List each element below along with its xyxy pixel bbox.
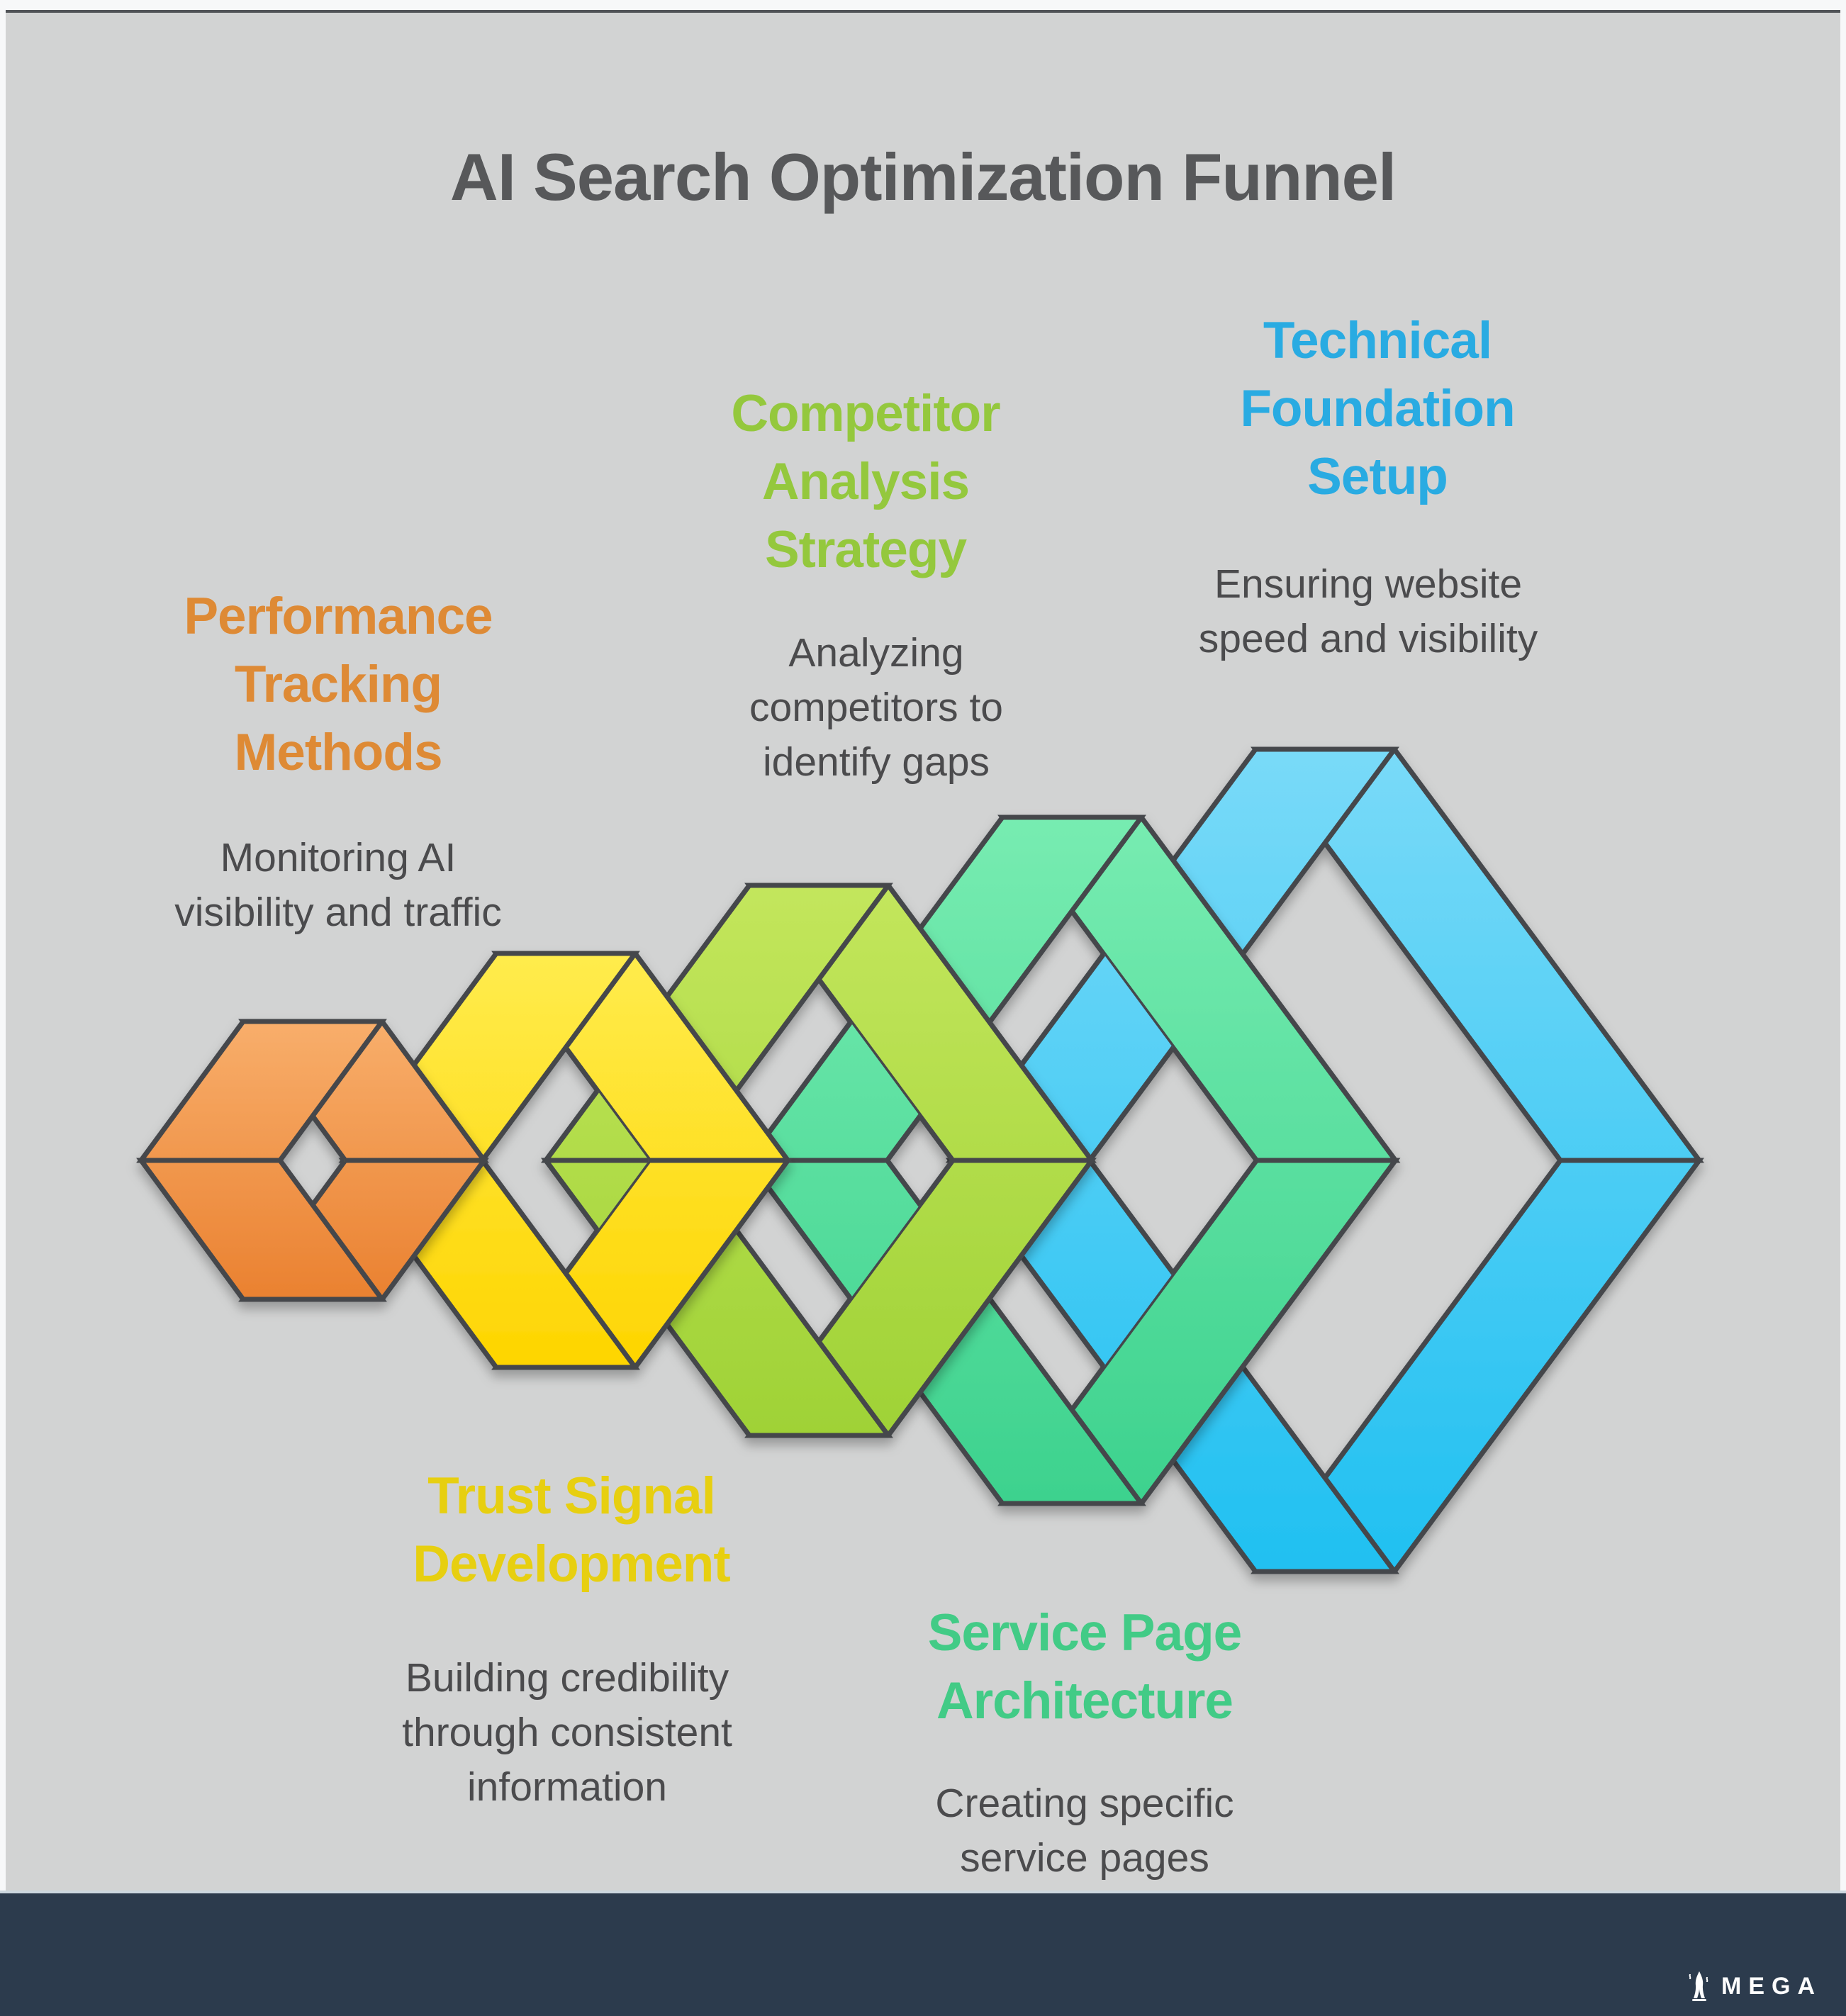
stage-label-performance-tracking: Performance Tracking Methods: [184, 583, 493, 787]
stage-label-line: Methods: [234, 724, 442, 781]
link-face: [136, 1158, 387, 1302]
stage-label-line: Tracking: [234, 656, 442, 713]
rocket-statue-icon: [1689, 1971, 1708, 2001]
stage-desc-line: information: [467, 1764, 667, 1810]
stage-label-line: Architecture: [936, 1672, 1234, 1730]
stage-label-line: Foundation: [1240, 380, 1515, 437]
stage-label-line: Technical: [1263, 312, 1492, 369]
stage-label-trust-signal: Trust Signal Development: [413, 1462, 730, 1598]
stage-desc-line: Analyzing: [788, 630, 964, 676]
stage-desc-line: Ensuring website: [1214, 561, 1523, 607]
stage-desc-line: Building credibility: [405, 1655, 729, 1701]
stage-label-line: Performance: [184, 588, 493, 645]
stage-label-line: Setup: [1307, 448, 1448, 505]
stage-label-line: Strategy: [764, 521, 967, 578]
page-title: AI Search Optimization Funnel: [449, 140, 1397, 214]
stage-desc-line: through consistent: [402, 1710, 732, 1755]
footer-bar: MEGA: [0, 1891, 1846, 2016]
stage-desc-line: service pages: [960, 1835, 1209, 1881]
stage-desc-competitor-analysis: Analyzing competitors to identify gaps: [749, 626, 1003, 790]
stage-desc-line: Creating specific: [935, 1781, 1234, 1826]
stage-label-service-page: Service Page Architecture: [927, 1599, 1243, 1735]
stage-desc-line: speed and visibility: [1198, 616, 1538, 661]
stage-label-line: Competitor: [731, 385, 1000, 442]
stage-label-line: Service Page: [927, 1604, 1243, 1662]
stage-label-line: Analysis: [761, 453, 970, 510]
stage-label-technical-foundation: Technical Foundation Setup: [1240, 307, 1515, 511]
stage-desc-line: competitors to: [749, 685, 1003, 730]
stage-desc-technical-foundation: Ensuring website speed and visibility: [1199, 557, 1538, 666]
stage-label-line: Trust Signal: [427, 1467, 716, 1525]
stage-desc-service-page: Creating specific service pages: [935, 1776, 1234, 1886]
stage-desc-line: Monitoring AI: [220, 835, 457, 880]
stage-desc-line: identify gaps: [762, 739, 990, 785]
stage-desc-line: visibility and traffic: [174, 890, 502, 935]
brand-logo: MEGA: [1687, 1970, 1822, 2003]
stage-desc-performance-tracking: Monitoring AI visibility and traffic: [174, 831, 501, 940]
stage-desc-trust-signal: Building credibility through consistent …: [402, 1651, 732, 1815]
stage-label-competitor-analysis: Competitor Analysis Strategy: [731, 380, 1000, 584]
stage-label-line: Development: [413, 1535, 730, 1593]
funnel-link-performance-tracking: [136, 1019, 489, 1302]
brand-name: MEGA: [1721, 1972, 1822, 2000]
